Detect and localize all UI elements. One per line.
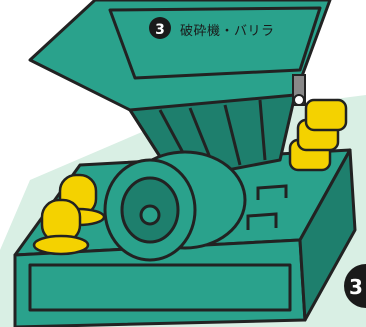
side-pin bbox=[292, 74, 306, 106]
handle-brackets bbox=[246, 184, 288, 230]
yellow-roller-stack bbox=[288, 98, 348, 172]
corner-step-badge: 3 bbox=[344, 264, 366, 308]
corner-step-badge-number: 3 bbox=[349, 275, 363, 299]
left-yellow-domes bbox=[32, 173, 106, 256]
machine-title: 破砕機・バリラ bbox=[180, 24, 275, 39]
step-badge-number: 3 bbox=[155, 22, 165, 38]
crusher-drum bbox=[103, 150, 247, 262]
step-badge: 3 bbox=[149, 17, 171, 39]
machine-base bbox=[13, 148, 357, 327]
